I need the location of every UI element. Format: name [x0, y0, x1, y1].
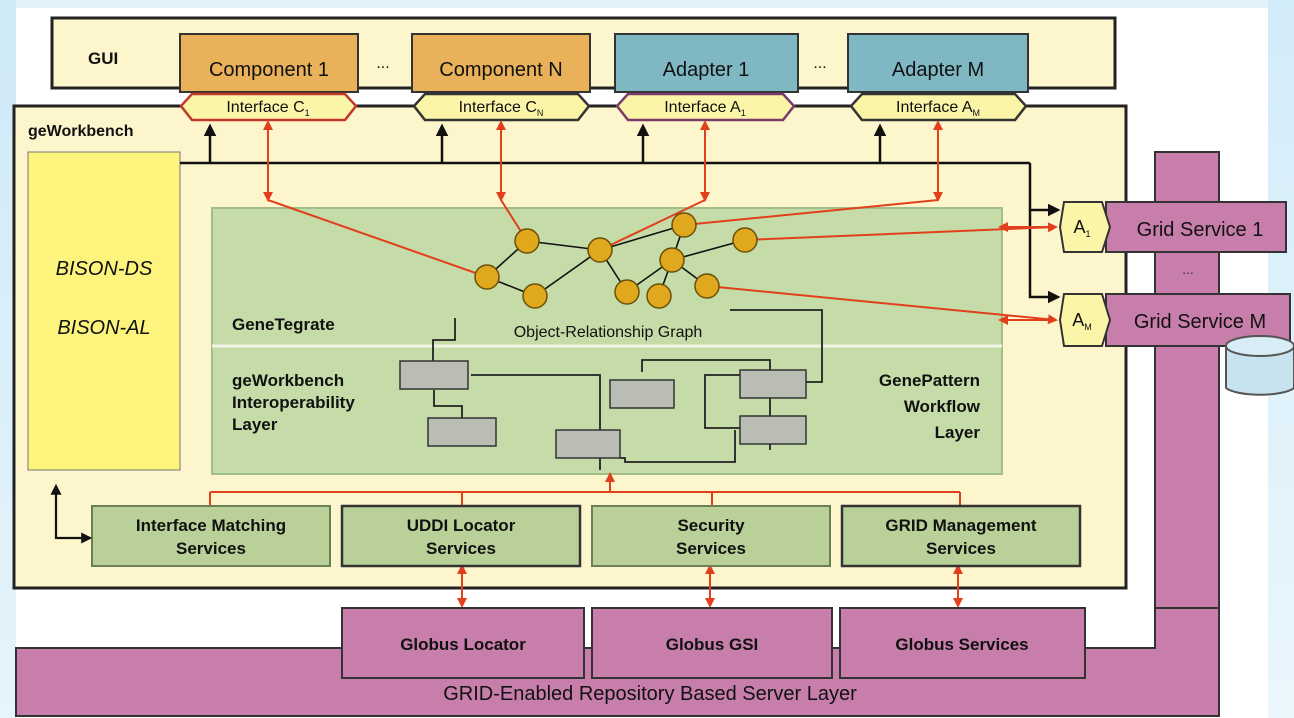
- interface-am: Interface AM: [849, 92, 1028, 122]
- genetegrate-label: GeneTegrate: [232, 315, 335, 334]
- graph-node: [732, 227, 758, 253]
- interface-am-label: Interface A: [896, 99, 973, 116]
- svg-text:Globus GSI: Globus GSI: [666, 635, 759, 654]
- interface-bus: [180, 123, 1061, 304]
- interface-cn: Interface CN: [412, 92, 591, 122]
- interop-line-1: geWorkbench: [232, 371, 344, 390]
- graph-node: [694, 273, 720, 299]
- background-left: [0, 0, 16, 718]
- globus-gsi: Globus GSI: [591, 607, 833, 679]
- graph-node: [614, 279, 640, 305]
- svg-text:Interface AM: Interface AM: [896, 99, 980, 118]
- bison-block: [27, 151, 181, 471]
- svg-text:Interface Matching: Interface Matching: [136, 516, 286, 535]
- graph-node: [646, 283, 672, 309]
- svg-text:Globus Services: Globus Services: [895, 635, 1028, 654]
- component-1-box: [179, 33, 359, 93]
- workflow-node: [427, 417, 497, 447]
- genepattern-line-2: Workflow: [904, 397, 981, 416]
- geworkbench-label: geWorkbench: [28, 123, 134, 140]
- graph-node: [514, 228, 540, 254]
- security-services: Security Services: [591, 505, 831, 567]
- genepattern-line-3: Layer: [935, 423, 981, 442]
- grid-service-1-label: Grid Service 1: [1137, 219, 1264, 241]
- svg-text:UDDI Locator: UDDI Locator: [407, 516, 516, 535]
- interface-matching-services: Interface Matching Services: [91, 505, 331, 567]
- svg-text:GRID Management: GRID Management: [885, 516, 1036, 535]
- interface-a1-label: Interface A: [664, 99, 741, 116]
- workflow-node: [739, 415, 807, 445]
- graph-label: Object-Relationship Graph: [514, 324, 703, 341]
- server-layer-label: GRID-Enabled Repository Based Server Lay…: [443, 683, 857, 705]
- grid-adapter-am: AM: [1058, 293, 1112, 347]
- globus-locator: Globus Locator: [341, 607, 585, 679]
- workflow-node: [399, 360, 469, 390]
- interface-cn-sub: N: [537, 108, 544, 118]
- interop-line-3: Layer: [232, 415, 278, 434]
- svg-text:Interface A1: Interface A1: [664, 99, 746, 118]
- component-1-label: Component 1: [209, 59, 329, 81]
- globus-services: Globus Services: [839, 607, 1086, 679]
- interface-am-sub: M: [973, 108, 981, 118]
- svg-text:Services: Services: [926, 539, 996, 558]
- adapter-1-box: [614, 33, 799, 93]
- genepattern-line-1: GenePattern: [879, 371, 980, 390]
- svg-text:AM: AM: [1072, 310, 1092, 332]
- bison-link-arrow: [50, 483, 93, 544]
- bison-al-label: BISON-AL: [57, 317, 150, 339]
- svg-text:Interface CN: Interface CN: [459, 99, 544, 118]
- workflow-nodes: [399, 360, 807, 459]
- grid-dots: ...: [1182, 261, 1194, 277]
- gui-label: GUI: [88, 49, 118, 68]
- graph-nodes: [474, 212, 758, 309]
- adapter-m-label: Adapter M: [892, 59, 984, 81]
- grid-service-m-label: Grid Service M: [1134, 311, 1266, 333]
- red-links: [209, 120, 1058, 608]
- background-top: [0, 0, 1294, 8]
- genetegrate-panel: [211, 207, 1003, 347]
- graph-node: [522, 283, 548, 309]
- graph-node: [474, 264, 500, 290]
- graph-node: [659, 247, 685, 273]
- database-icon: [1225, 335, 1294, 396]
- component-n-box: [411, 33, 591, 93]
- graph-node: [671, 212, 697, 238]
- interface-a1: Interface A1: [615, 92, 796, 122]
- grid-management-services: GRID Management Services: [840, 504, 1082, 568]
- workflow-node: [739, 369, 807, 399]
- workflow-node: [555, 429, 621, 459]
- svg-text:Globus Locator: Globus Locator: [400, 635, 526, 654]
- gui-dots-right: ...: [813, 55, 826, 72]
- adapter-m-box: [847, 33, 1029, 93]
- svg-text:Interface C1: Interface C1: [226, 99, 309, 118]
- uddi-locator-services: UDDI Locator Services: [340, 504, 582, 568]
- grid-service-1: Grid Service 1: [1105, 201, 1287, 253]
- svg-text:A1: A1: [1073, 217, 1090, 239]
- bison-ds-label: BISON-DS: [56, 258, 153, 280]
- component-n-label: Component N: [439, 59, 562, 81]
- grid-adapter-a1: A1: [1058, 201, 1112, 253]
- interop-line-2: Interoperability: [232, 393, 355, 412]
- svg-text:Services: Services: [176, 539, 246, 558]
- interface-c1-label: Interface C: [226, 99, 304, 116]
- interface-c1-sub: 1: [305, 108, 310, 118]
- gui-dots-left: ...: [376, 55, 389, 72]
- interface-c1: Interface C1: [179, 92, 358, 122]
- adapter-1-label: Adapter 1: [663, 59, 750, 81]
- workflow-node: [609, 379, 675, 409]
- svg-text:Security: Security: [677, 516, 745, 535]
- graph-node: [587, 237, 613, 263]
- svg-text:Services: Services: [676, 539, 746, 558]
- interface-a1-sub: 1: [741, 108, 746, 118]
- interface-cn-label: Interface C: [459, 99, 537, 116]
- svg-text:Services: Services: [426, 539, 496, 558]
